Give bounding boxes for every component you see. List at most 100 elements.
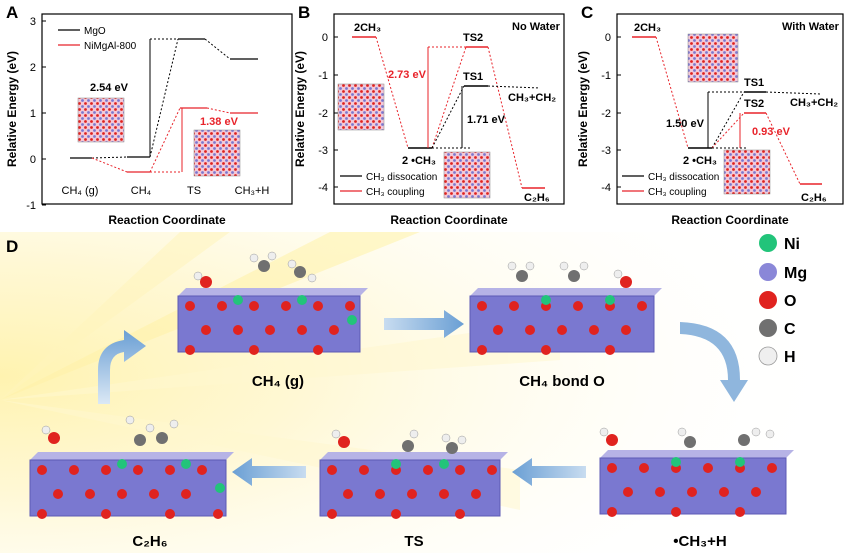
stage-label: •CH₃+H <box>673 533 726 550</box>
panel-c-letter: C <box>581 3 593 22</box>
process-arrow-left <box>512 458 586 486</box>
panel-b-letter: B <box>298 3 310 22</box>
ytick-label: 3 <box>30 16 36 28</box>
ytick-label: -3 <box>601 145 611 157</box>
panel-b: B 0 -1 -2 -3 -4 Relative Energy (eV) Rea… <box>293 3 565 227</box>
molecules <box>41 415 179 446</box>
ytick-label: -4 <box>318 182 328 194</box>
ytick-label: 1 <box>30 108 36 120</box>
ytick-label: -1 <box>318 70 328 82</box>
slab-ts <box>319 429 508 519</box>
panel-a-yticks: -1 0 1 2 3 <box>26 16 46 212</box>
panel-c-label-ch3ch2: CH₃+CH₂ <box>790 97 838 109</box>
ytick-label: 0 <box>30 154 36 166</box>
legend-mgo: MgO <box>84 26 106 37</box>
panel-b-label-c2h6: C₂H₆ <box>524 192 550 204</box>
panel-c-xlabel: Reaction Coordinate <box>671 213 789 227</box>
panel-a-ylabel: Relative Energy (eV) <box>5 51 19 167</box>
ytick-label: -2 <box>318 108 328 120</box>
legend-c-swatch <box>759 319 777 337</box>
panel-a-barrier-mgo: 2.54 eV <box>90 82 129 94</box>
series-mgo <box>70 38 258 159</box>
panel-a-xlabel: Reaction Coordinate <box>108 213 226 227</box>
stage-label: CH₄ (g) <box>252 373 304 390</box>
slab-ch4-gas <box>177 251 368 355</box>
panel-c-label-ts1: TS1 <box>744 77 764 89</box>
slab-ch3-h <box>599 427 794 517</box>
panel-b-paths <box>352 36 545 189</box>
panel-c-legend-coupling: CH₃ coupling <box>648 187 707 198</box>
panel-b-legend-dissociation: CH₃ dissocation <box>366 172 437 183</box>
legend-h: H <box>784 349 796 366</box>
panel-c-paths <box>632 36 822 185</box>
process-arrow-down <box>680 322 748 402</box>
panel-b-barrier-red: 2.73 eV <box>388 69 427 81</box>
panel-c-yticks: 0 -1 -2 -3 -4 <box>601 32 621 194</box>
ytick-label: 0 <box>322 32 328 44</box>
legend-nimgal: NiMgAl-800 <box>84 41 137 52</box>
panel-c-label-mid: 2 •CH₃ <box>683 155 717 167</box>
slab-inset <box>723 149 771 195</box>
panel-b-barrier-black: 1.71 eV <box>467 114 506 126</box>
legend-mg: Mg <box>784 265 807 282</box>
panel-c-label-c2h6: C₂H₆ <box>801 192 827 204</box>
panel-c: C 0 -1 -2 -3 -4 Relative Energy (eV) Rea… <box>576 3 844 227</box>
molecules <box>599 427 775 448</box>
molecules <box>331 429 467 454</box>
slab-inset <box>337 83 385 131</box>
panel-a: A -1 0 1 2 3 Relative Energy (eV) Reacti… <box>5 3 293 227</box>
legend-ni: Ni <box>784 236 800 253</box>
molecules <box>507 261 632 288</box>
panel-b-legend-coupling: CH₃ coupling <box>366 187 425 198</box>
panel-b-title: No Water <box>512 21 561 33</box>
slab-inset <box>193 129 241 177</box>
panel-b-label-ch3ch2: CH₃+CH₂ <box>508 92 556 104</box>
panel-c-barrier-red: 0.93 eV <box>752 126 791 138</box>
slab-inset <box>443 151 491 199</box>
panel-b-frame <box>333 13 565 205</box>
slab-inset <box>687 33 739 83</box>
panel-b-yticks: 0 -1 -2 -3 -4 <box>318 32 338 194</box>
molecules <box>193 251 317 288</box>
process-arrow-up <box>98 330 146 404</box>
panel-a-xtick: CH₄ (g) <box>62 185 99 197</box>
legend-o: O <box>784 293 796 310</box>
panel-a-letter: A <box>6 3 18 22</box>
stage-label: C₂H₆ <box>132 533 167 550</box>
ytick-label: 2 <box>30 62 36 74</box>
legend-o-swatch <box>759 291 777 309</box>
panel-c-title: With Water <box>782 21 840 33</box>
legend-h-swatch <box>758 346 778 366</box>
panel-c-barrier-black: 1.50 eV <box>666 118 705 130</box>
element-legend: Ni Mg O C H <box>758 234 807 366</box>
ytick-label: -1 <box>601 70 611 82</box>
panel-d: D <box>6 234 807 550</box>
ytick-label: -2 <box>601 108 611 120</box>
panel-b-label-ts2: TS2 <box>463 32 483 44</box>
panel-a-barrier-nimgal: 1.38 eV <box>200 116 239 128</box>
ytick-label: -1 <box>26 200 36 212</box>
panel-a-xtick: CH₃+H <box>235 185 270 197</box>
ytick-label: -3 <box>318 145 328 157</box>
panel-a-xtick: TS <box>187 185 201 197</box>
slab-c2h6 <box>29 415 234 519</box>
legend-c: C <box>784 321 796 338</box>
panel-c-legend-dissociation: CH₃ dissocation <box>648 172 719 183</box>
ytick-label: -4 <box>601 182 611 194</box>
panel-d-letter: D <box>6 237 18 256</box>
ytick-label: 0 <box>605 32 611 44</box>
panel-b-label-mid: 2 •CH₃ <box>402 155 436 167</box>
panel-c-frame <box>616 13 844 205</box>
slab-inset <box>77 97 125 143</box>
panel-c-label-start: 2CH₃ <box>634 22 661 34</box>
panel-c-label-ts2: TS2 <box>744 98 764 110</box>
panel-a-frame <box>41 13 293 205</box>
legend-ni-swatch <box>759 234 777 252</box>
stage-label: TS <box>404 533 423 550</box>
panel-b-xlabel: Reaction Coordinate <box>390 213 508 227</box>
panel-b-label-ts1: TS1 <box>463 71 483 83</box>
slab-ch4-bond-o <box>469 261 662 355</box>
panel-b-label-start: 2CH₃ <box>354 22 381 34</box>
